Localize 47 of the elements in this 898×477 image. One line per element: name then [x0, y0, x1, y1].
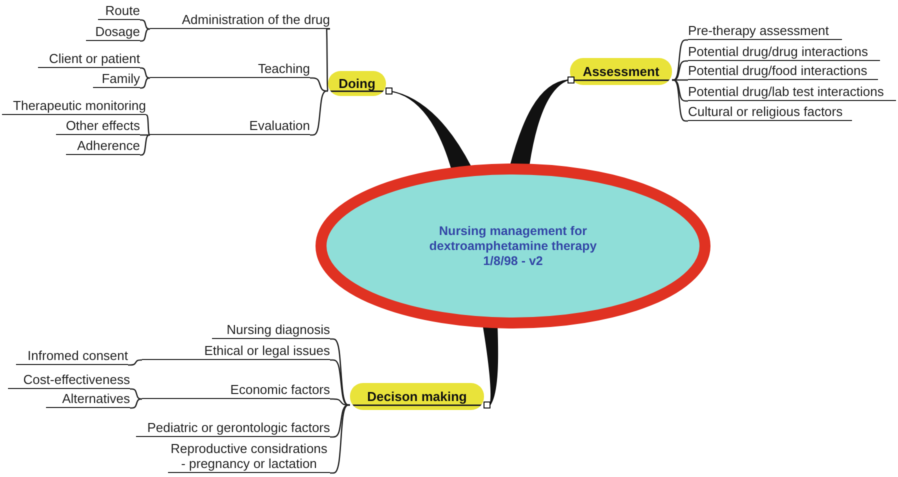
main-branch-label: Decison making: [350, 383, 484, 410]
subtopic-text: Cultural or religious factors: [688, 104, 852, 121]
subtopic-text: Cost-effectiveness: [8, 372, 130, 389]
main-branch-label: Doing: [328, 71, 386, 96]
branch-line: [330, 338, 350, 406]
branch-line: [140, 19, 150, 30]
subtopic-text: Potential drug/lab test interactions: [688, 84, 896, 101]
subtopic-text: Therapeutic monitoring: [2, 98, 146, 115]
subtopic-text: Other effects: [56, 118, 140, 135]
subtopic-text: Pre-therapy assessment: [688, 23, 842, 40]
branch-line: [326, 28, 330, 92]
branch-line: [140, 134, 150, 156]
subtopic-text: Economic factors: [142, 382, 330, 399]
branch-line: [140, 28, 150, 42]
branch-line: [330, 404, 350, 438]
branch-line: [672, 79, 688, 122]
subtopic-text: Nursing diagnosis: [212, 322, 330, 339]
branch-line: [130, 388, 142, 400]
branch-line: [672, 79, 688, 102]
branch-line: [330, 359, 350, 406]
subtopic-text: Route: [98, 3, 140, 20]
subtopic-text: Evaluation: [150, 118, 310, 135]
subtopic-text: Adherence: [66, 138, 140, 155]
branch-line: [128, 359, 142, 366]
subtopic-text: Potential drug/drug interactions: [688, 44, 880, 61]
branch-line: [672, 79, 688, 81]
subtopic-text: Dosage: [86, 24, 140, 41]
branch-line: [672, 39, 688, 81]
subtopic-text: Client or patient: [38, 51, 140, 68]
central-topic-title: Nursing management for dextroamphetamine therapy 1/8/98 - v2: [428, 224, 598, 268]
subtopic-text: Ethical or legal issues: [142, 343, 330, 360]
subtopic-text: Pediatric or gerontologic factors: [136, 420, 330, 437]
subtopic-text: Infromed consent: [16, 348, 128, 365]
subtopic-text: Potential drug/food interactions: [688, 63, 878, 80]
subtopic-text: Family: [93, 71, 140, 88]
branch-line: [140, 134, 150, 136]
branch-line: [145, 114, 150, 136]
subtopic-text: Alternatives: [46, 391, 130, 408]
branch-line: [310, 77, 328, 92]
branch-line: [140, 77, 150, 89]
subtopic-text: Administration of the drug: [150, 12, 330, 29]
branch-line: [672, 60, 688, 81]
subtopic-text: Reproductive considrations - pregnancy or lactation: [168, 441, 330, 473]
branch-line: [140, 67, 150, 79]
main-branch-label: Assessment: [570, 58, 672, 85]
branch-line: [130, 398, 142, 409]
subtopic-text: Teaching: [150, 61, 310, 78]
